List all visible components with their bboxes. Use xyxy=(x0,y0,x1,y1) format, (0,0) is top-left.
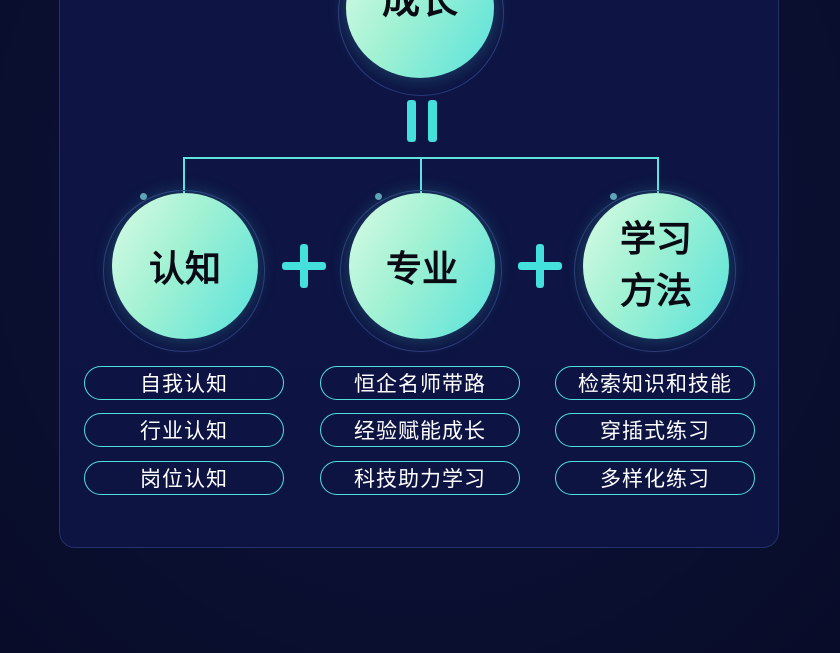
plus-icon-1 xyxy=(282,244,326,288)
list-item: 自我认知 xyxy=(84,366,284,400)
node-label-profession: 专业 xyxy=(385,249,458,290)
node-label-method-line2: 方法 xyxy=(619,271,692,312)
list-item: 岗位认知 xyxy=(84,461,284,495)
list-item: 穿插式练习 xyxy=(555,413,755,447)
node-dot-profession xyxy=(375,193,382,200)
equals-bar-left xyxy=(407,100,416,142)
list-item: 检索知识和技能 xyxy=(555,366,755,400)
equals-bar-right xyxy=(428,100,437,142)
list-item: 经验赋能成长 xyxy=(320,413,520,447)
connector-left xyxy=(183,157,185,193)
node-ring-cognition xyxy=(103,190,265,352)
node-ring-profession xyxy=(340,190,502,352)
list-item: 多样化练习 xyxy=(555,461,755,495)
connector-right xyxy=(657,157,659,193)
node-circle-profession: 专业 xyxy=(349,193,495,339)
top-node-label: 成长 xyxy=(381,0,458,22)
list-item: 科技助力学习 xyxy=(320,461,520,495)
node-dot-method xyxy=(610,193,617,200)
list-item: 恒企名师带路 xyxy=(320,366,520,400)
node-ring-method xyxy=(574,190,736,352)
plus-icon-2 xyxy=(518,244,562,288)
connector-center xyxy=(420,157,422,193)
list-item: 行业认知 xyxy=(84,413,284,447)
node-label-cognition: 认知 xyxy=(148,249,221,290)
node-circle-cognition: 认知 xyxy=(112,193,258,339)
node-dot-cognition xyxy=(140,193,147,200)
node-circle-method: 学习 方法 xyxy=(583,193,729,339)
node-label-method-line1: 学习 xyxy=(619,219,692,260)
